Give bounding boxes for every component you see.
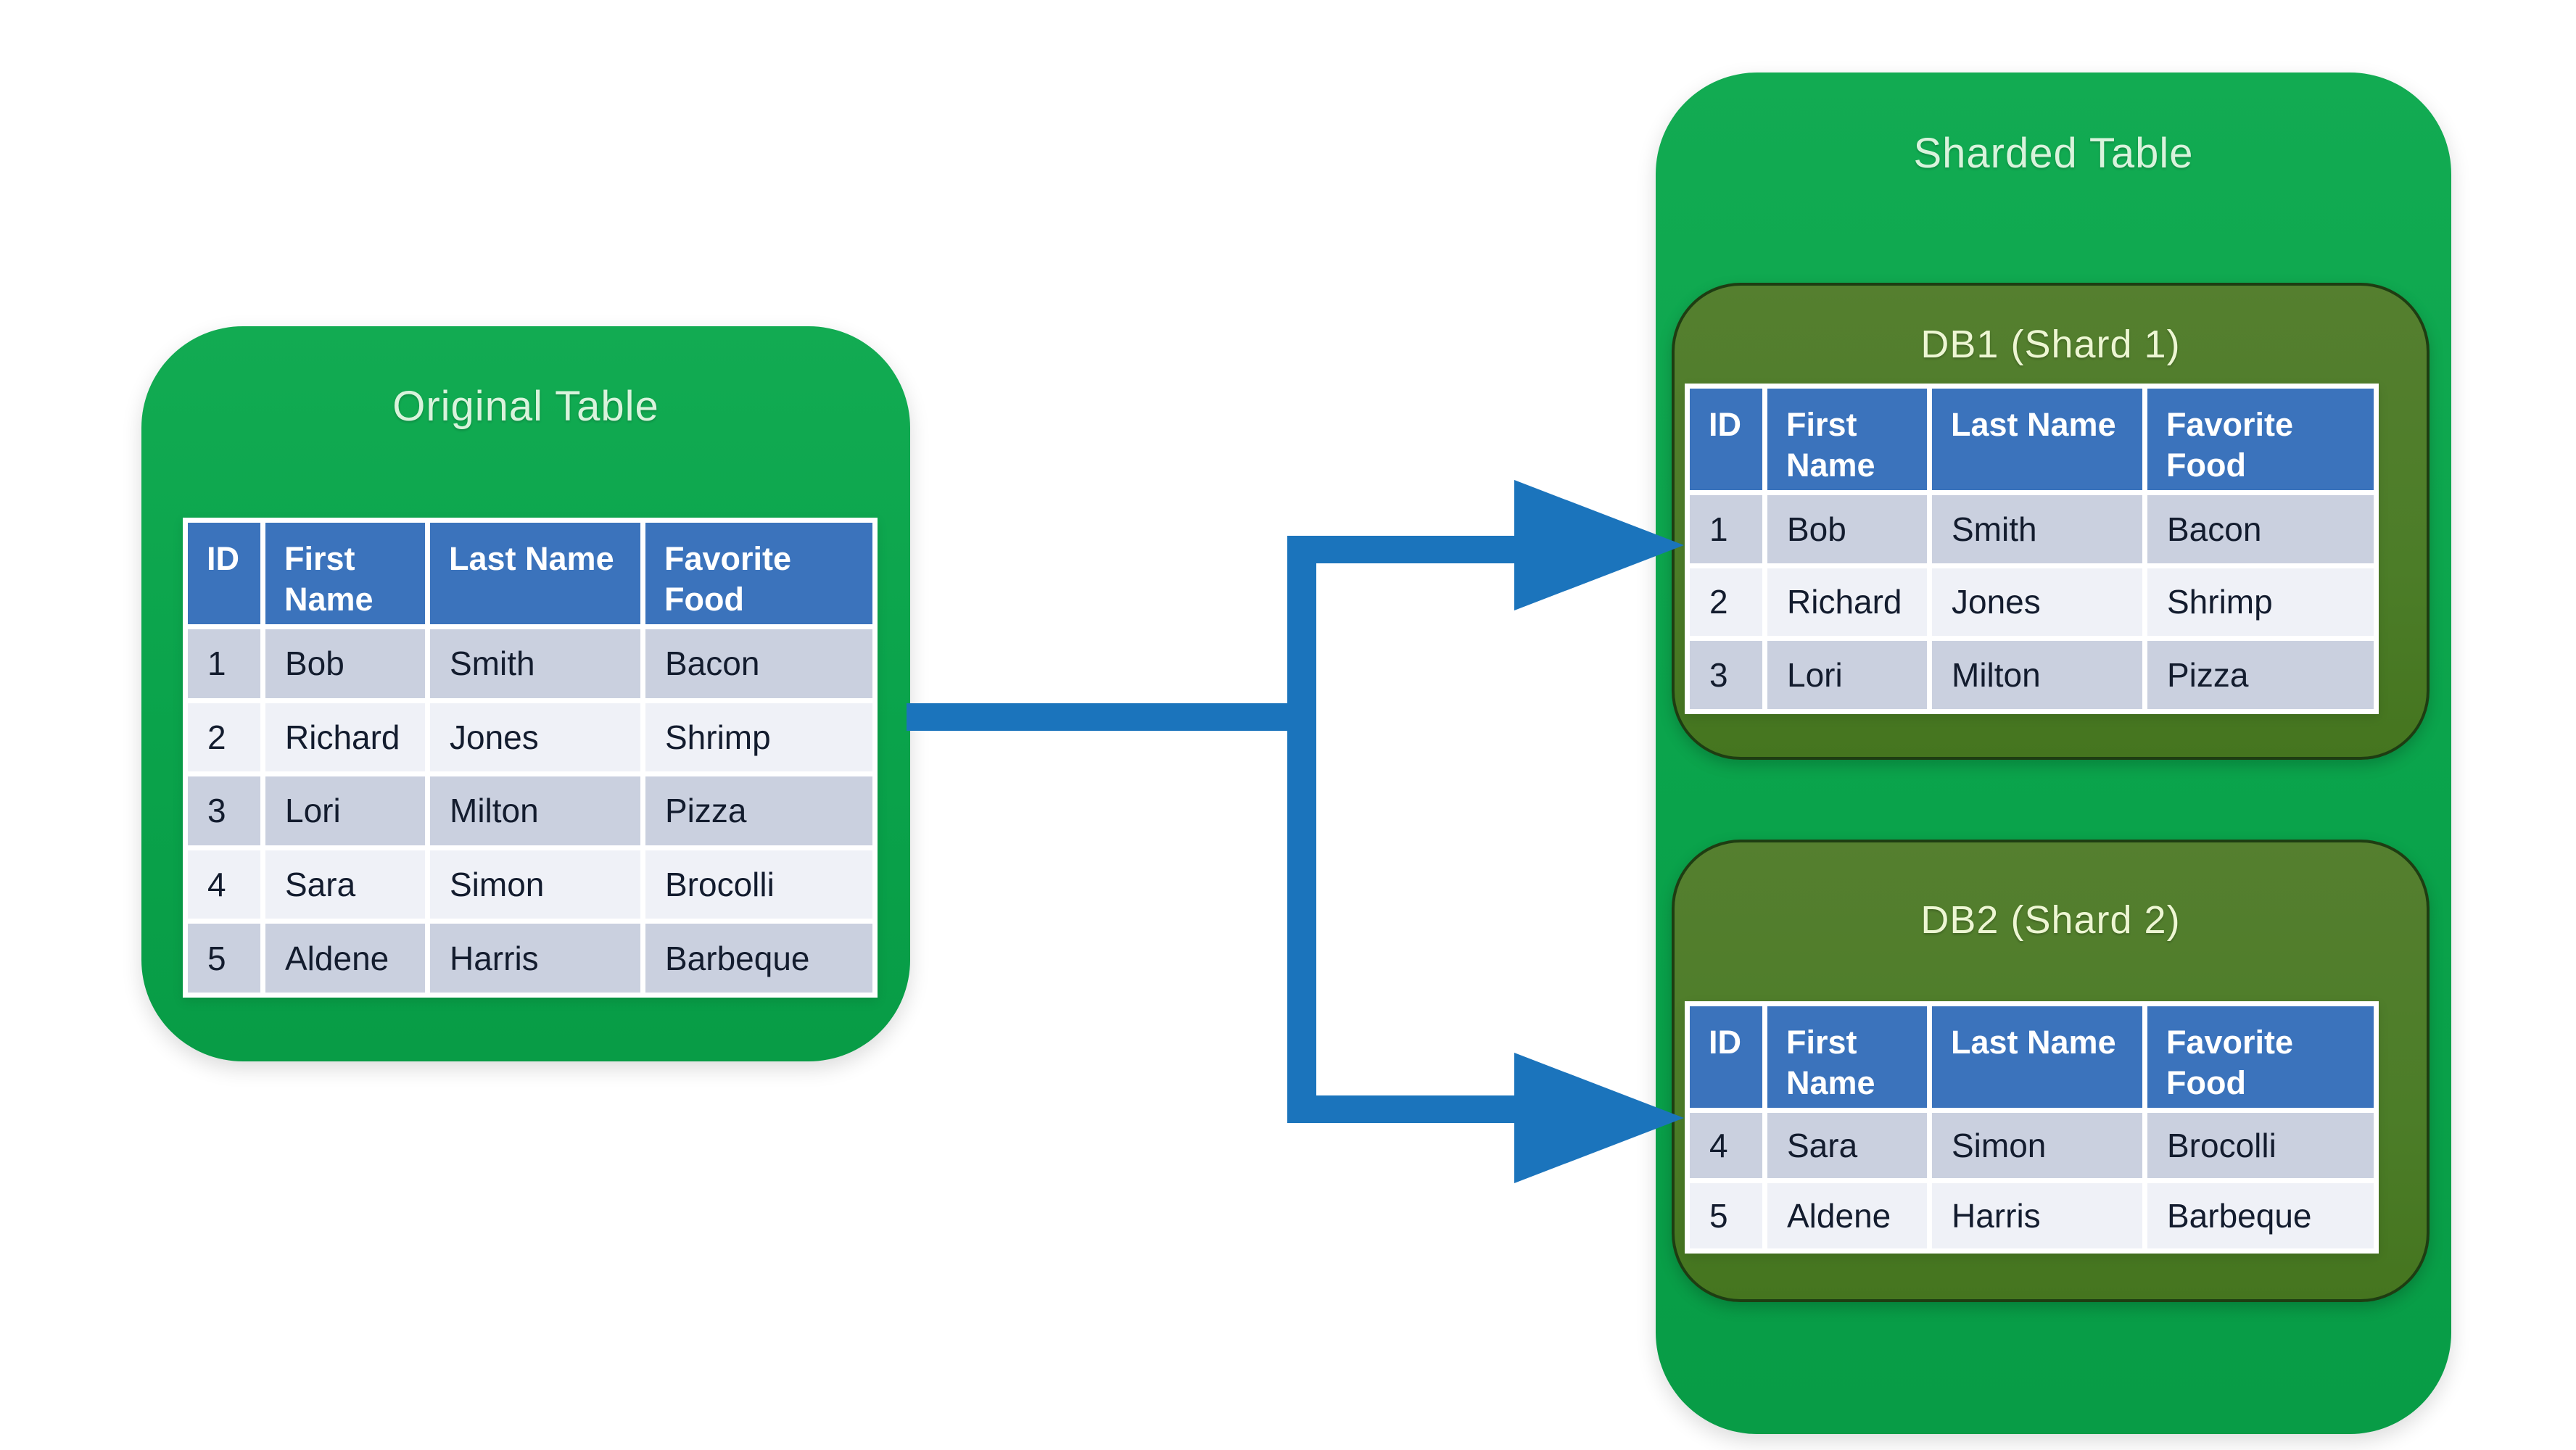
arrow-split-line — [1287, 536, 1316, 1123]
original-table: ID First Name Last Name Favorite Food 1 … — [183, 518, 878, 998]
shard2-card: DB2 (Shard 2) ID First Name Last Name Fa… — [1672, 840, 2430, 1302]
shard2-table: ID First Name Last Name Favorite Food 4 … — [1685, 1001, 2379, 1254]
table-cell: Aldene — [1767, 1183, 1927, 1248]
shard2-title: DB2 (Shard 2) — [1920, 898, 2181, 942]
header-cell-id: ID — [1690, 1006, 1762, 1108]
table-cell: Pizza — [645, 776, 872, 845]
header-cell-last-name: Last Name — [1932, 1006, 2142, 1108]
table-cell: Harris — [1932, 1183, 2142, 1248]
table-cell: Richard — [1767, 568, 1927, 637]
table-cell: 1 — [1690, 495, 1762, 563]
table-cell: 5 — [188, 924, 260, 993]
table-cell: 4 — [1690, 1113, 1762, 1178]
table-cell: 4 — [188, 850, 260, 919]
table-cell: Simon — [430, 850, 640, 919]
table-cell: Smith — [1932, 495, 2142, 563]
table-cell: Pizza — [2147, 641, 2374, 709]
table-cell: 3 — [188, 776, 260, 845]
header-cell-id: ID — [188, 523, 260, 624]
original-table-title: Original Table — [392, 383, 659, 430]
table-cell: Harris — [430, 924, 640, 993]
shard1-table: ID First Name Last Name Favorite Food 1 … — [1685, 384, 2379, 714]
header-cell-favorite-food: Favorite Food — [2147, 389, 2374, 490]
table-cell: Bob — [1767, 495, 1927, 563]
table-cell: Aldene — [265, 924, 425, 993]
shard1-card: DB1 (Shard 1) ID First Name Last Name Fa… — [1672, 283, 2430, 760]
table-cell: Lori — [265, 776, 425, 845]
header-cell-first-name: First Name — [265, 523, 425, 624]
table-cell: Milton — [1932, 641, 2142, 709]
table-cell: Shrimp — [645, 703, 872, 772]
table-cell: Jones — [1932, 568, 2142, 637]
original-table-card: Original Table ID First Name Last Name F… — [141, 326, 910, 1061]
header-cell-last-name: Last Name — [1932, 389, 2142, 490]
table-cell: Sara — [1767, 1113, 1927, 1178]
table-cell: Jones — [430, 703, 640, 772]
table-cell: Barbeque — [645, 924, 872, 993]
shard1-title: DB1 (Shard 1) — [1920, 323, 2181, 366]
table-cell: Lori — [1767, 641, 1927, 709]
table-cell: Brocolli — [2147, 1113, 2374, 1178]
table-cell: Barbeque — [2147, 1183, 2374, 1248]
table-cell: 5 — [1690, 1183, 1762, 1248]
header-cell-first-name: First Name — [1767, 389, 1927, 490]
arrow-trunk — [907, 703, 1316, 731]
table-cell: Sara — [265, 850, 425, 919]
arrow-branch-shard2 — [1287, 1095, 1514, 1123]
header-cell-first-name: First Name — [1767, 1006, 1927, 1108]
table-cell: Shrimp — [2147, 568, 2374, 637]
table-cell: 2 — [188, 703, 260, 772]
table-cell: Brocolli — [645, 850, 872, 919]
table-cell: Milton — [430, 776, 640, 845]
header-cell-id: ID — [1690, 389, 1762, 490]
table-cell: Smith — [430, 629, 640, 698]
header-cell-favorite-food: Favorite Food — [645, 523, 872, 624]
table-cell: Richard — [265, 703, 425, 772]
table-cell: 2 — [1690, 568, 1762, 637]
table-cell: Bob — [265, 629, 425, 698]
header-cell-favorite-food: Favorite Food — [2147, 1006, 2374, 1108]
header-cell-last-name: Last Name — [430, 523, 640, 624]
table-cell: Simon — [1932, 1113, 2142, 1178]
table-cell: Bacon — [645, 629, 872, 698]
table-cell: Bacon — [2147, 495, 2374, 563]
arrow-branch-shard1 — [1287, 536, 1514, 563]
table-cell: 3 — [1690, 641, 1762, 709]
table-cell: 1 — [188, 629, 260, 698]
sharded-table-title: Sharded Table — [1913, 130, 2194, 177]
